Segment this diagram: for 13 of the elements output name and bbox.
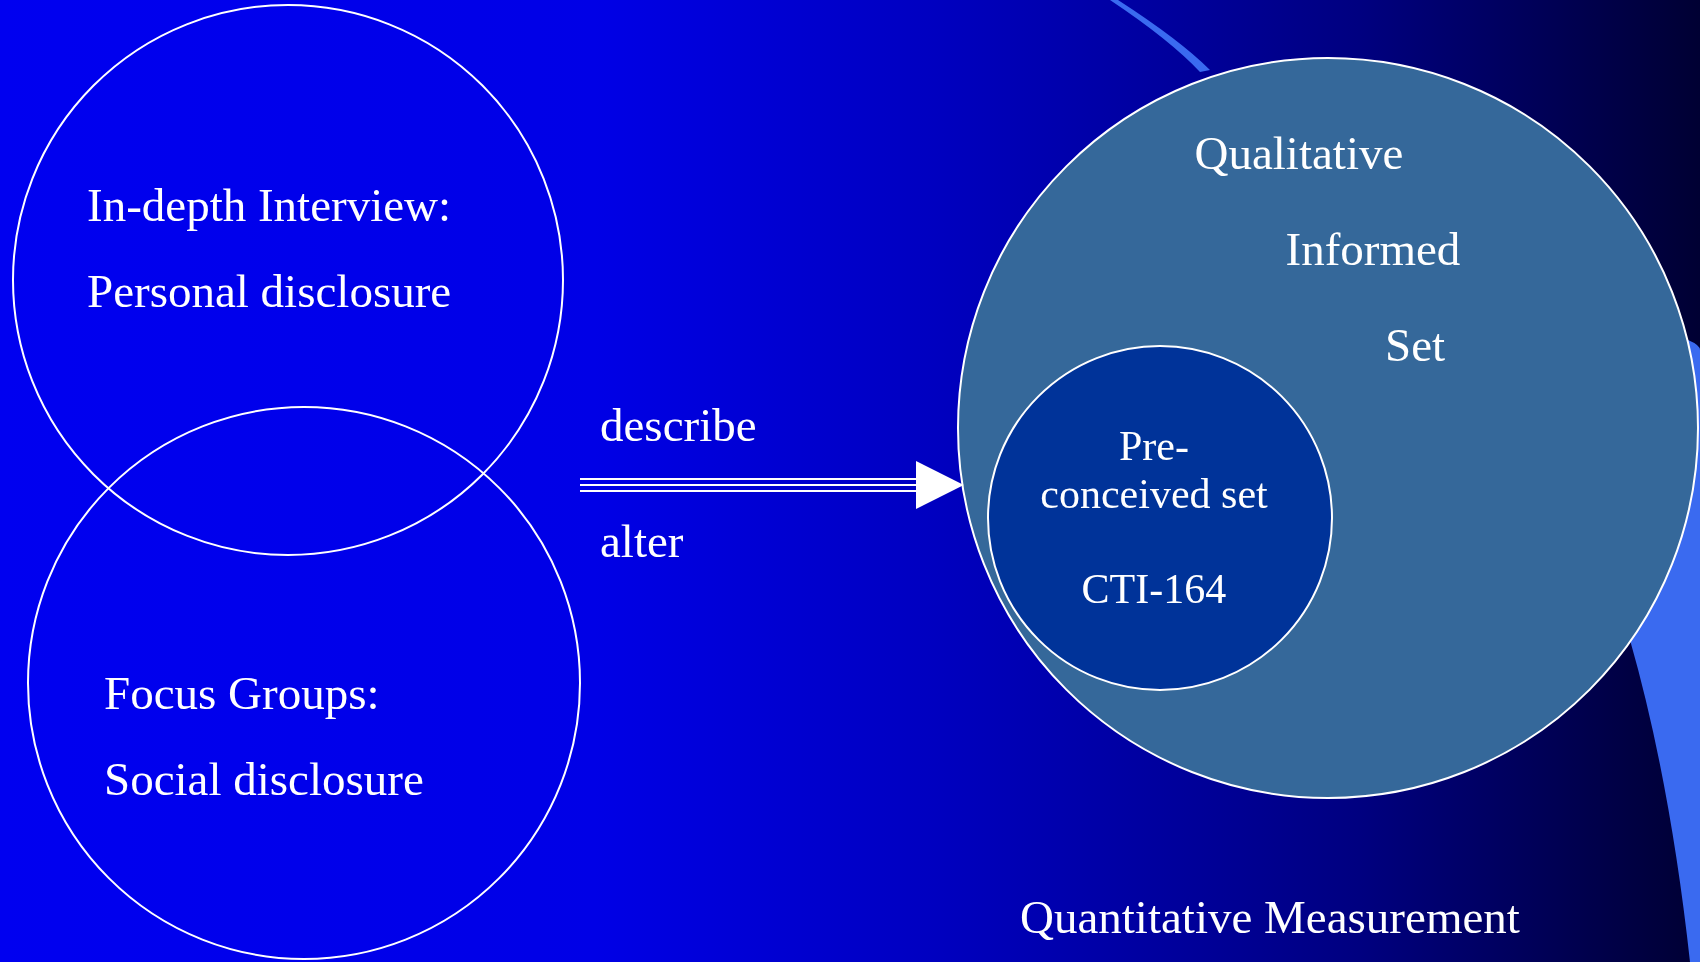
node-text: Informed	[1285, 222, 1461, 277]
text-label: describe	[600, 398, 757, 452]
node-text: Social disclosure	[104, 752, 424, 807]
node-text: Qualitative	[1194, 126, 1404, 181]
text-label: Quantitative Measurement	[1020, 890, 1520, 944]
node-text: Personal disclosure	[87, 264, 452, 319]
node-text: Pre-conceived set	[1039, 422, 1269, 519]
node-text: CTI-164	[1081, 565, 1227, 614]
triple-line-arrow	[579, 461, 964, 509]
node-text: In-depth Interview:	[87, 178, 452, 233]
text-label: alter	[600, 514, 684, 568]
node-text: Focus Groups:	[104, 666, 380, 721]
node-text: Set	[1385, 318, 1446, 373]
